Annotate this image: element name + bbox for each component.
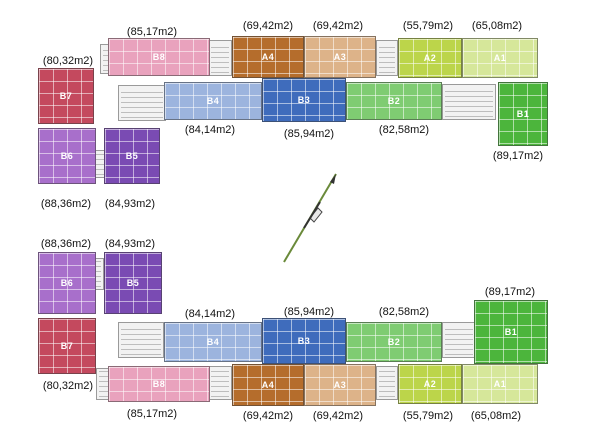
unit-area-label: (80,32m2) [42,55,94,67]
corridor-core [442,84,496,120]
unit-code: B2 [387,96,401,106]
unit-b4[interactable]: B4 [164,322,262,362]
unit-b6[interactable]: B6 [38,128,96,184]
unit-code: B1 [504,327,518,337]
unit-code: A1 [493,53,507,63]
unit-area-label: (82,58m2) [378,306,430,318]
unit-area-label: (88,36m2) [40,238,92,250]
unit-area-label: (85,17m2) [126,26,178,38]
unit-code: B7 [60,341,74,351]
unit-b3[interactable]: B3 [262,318,346,364]
unit-area-label: (65,08m2) [471,20,523,32]
unit-code: B6 [60,278,74,288]
unit-b1[interactable]: B1 [498,82,548,146]
unit-b4[interactable]: B4 [164,82,262,120]
unit-b7[interactable]: B7 [38,68,94,124]
unit-a4[interactable]: A4 [232,364,304,406]
unit-code: B5 [125,151,139,161]
unit-code: A2 [423,379,437,389]
stair-core [208,366,232,400]
unit-code: A3 [333,380,347,390]
north-arrow-icon [283,173,337,263]
unit-code: A4 [261,52,275,62]
unit-code: B5 [126,278,140,288]
unit-b6[interactable]: B6 [38,252,96,314]
unit-area-label: (69,42m2) [242,410,294,422]
unit-code: B4 [206,337,220,347]
unit-a3[interactable]: A3 [304,36,376,78]
elevator-core [376,40,398,76]
unit-a4[interactable]: A4 [232,36,304,78]
unit-b8[interactable]: B8 [108,38,210,76]
unit-code: A2 [423,53,437,63]
unit-code: B4 [206,96,220,106]
unit-code: A4 [261,380,275,390]
unit-area-label: (69,42m2) [312,20,364,32]
unit-code: B3 [297,336,311,346]
unit-code: B8 [152,52,166,62]
unit-area-label: (85,17m2) [126,408,178,420]
unit-area-label: (55,79m2) [402,410,454,422]
unit-area-label: (65,08m2) [470,410,522,422]
unit-code: B7 [59,91,73,101]
unit-a3[interactable]: A3 [304,364,376,406]
unit-b1[interactable]: B1 [474,300,548,364]
unit-area-label: (84,14m2) [184,308,236,320]
unit-code: B2 [387,337,401,347]
unit-b3[interactable]: B3 [262,78,346,122]
unit-area-label: (55,79m2) [402,20,454,32]
unit-area-label: (89,17m2) [492,150,544,162]
unit-area-label: (69,42m2) [312,410,364,422]
unit-area-label: (89,17m2) [484,286,536,298]
unit-area-label: (84,14m2) [184,124,236,136]
unit-code: A1 [493,379,507,389]
stair-core [208,40,232,76]
unit-code: B1 [516,109,530,119]
unit-a2[interactable]: A2 [398,364,462,404]
unit-b2[interactable]: B2 [346,82,442,120]
unit-code: B6 [60,151,74,161]
corridor-core [442,322,476,358]
unit-area-label: (85,94m2) [283,128,335,140]
unit-area-label: (85,94m2) [283,306,335,318]
unit-area-label: (84,93m2) [104,198,156,210]
unit-b5[interactable]: B5 [104,128,160,184]
unit-b8[interactable]: B8 [108,366,210,402]
unit-a1[interactable]: A1 [462,364,538,404]
unit-area-label: (80,32m2) [42,380,94,392]
unit-area-label: (82,58m2) [378,124,430,136]
unit-a2[interactable]: A2 [398,38,462,78]
unit-area-label: (69,42m2) [242,20,294,32]
unit-b2[interactable]: B2 [346,322,442,362]
unit-b7[interactable]: B7 [38,318,96,374]
unit-code: B8 [152,379,166,389]
unit-b5[interactable]: B5 [104,252,162,314]
unit-code: B3 [297,95,311,105]
unit-area-label: (88,36m2) [40,198,92,210]
corridor-core [118,322,164,358]
unit-area-label: (84,93m2) [104,238,156,250]
unit-code: A3 [333,52,347,62]
elevator-core [376,366,398,400]
unit-a1[interactable]: A1 [462,38,538,78]
corridor-core [118,85,166,121]
